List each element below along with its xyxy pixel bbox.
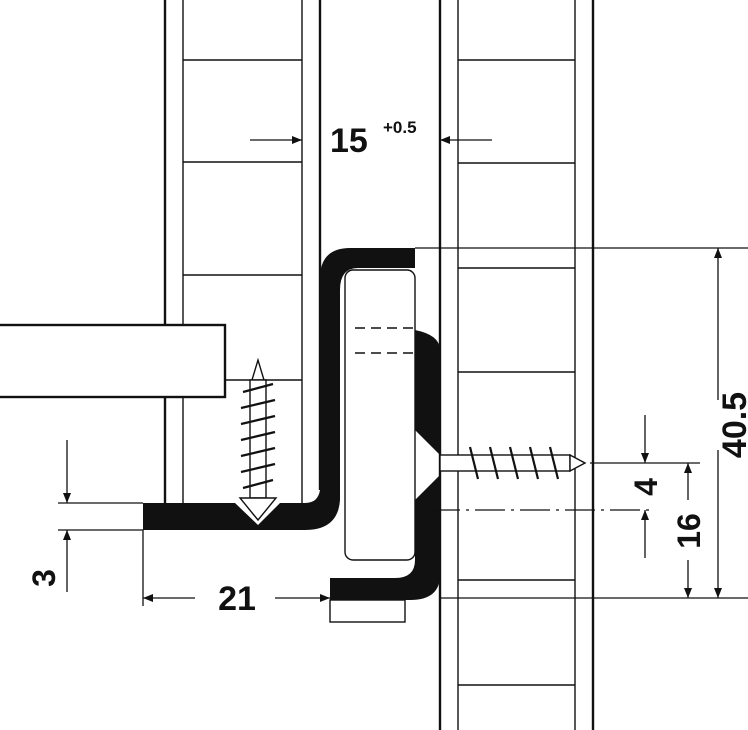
profile-thickness-label: 3	[26, 569, 62, 587]
horizontal-screw	[439, 446, 587, 480]
drawer-runner-profile	[330, 330, 440, 600]
drawer-side-panel	[438, 0, 595, 730]
gap-tolerance-label: +0.5	[383, 118, 417, 137]
setback-label: 21	[218, 580, 256, 618]
cabinet-side-panel	[163, 0, 322, 503]
inner-runner	[344, 269, 416, 561]
screw-offset-label: 4	[628, 478, 664, 496]
vertical-screw	[238, 357, 278, 522]
screw-height-label: 16	[671, 513, 707, 549]
gap-label: 15	[330, 122, 368, 160]
drawer-bottom	[0, 323, 227, 399]
runner-height-label: 40.5	[716, 392, 748, 458]
runner-end-cap	[329, 599, 406, 623]
